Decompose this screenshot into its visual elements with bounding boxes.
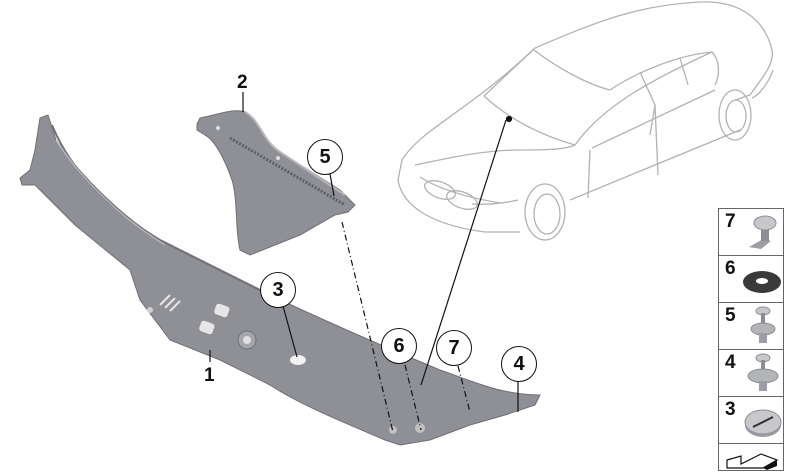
- grommet-washer-icon: [743, 271, 781, 293]
- label-part-1: 1: [204, 365, 215, 386]
- legend-item-6[interactable]: 6: [718, 255, 784, 302]
- legend-item-7[interactable]: 7: [718, 208, 784, 255]
- legend-item-4[interactable]: 4: [718, 349, 784, 396]
- label-part-2: 2: [237, 72, 248, 93]
- legend-number: 5: [725, 305, 736, 326]
- legend-item-3[interactable]: 3: [718, 396, 784, 443]
- part-1-cowl-panel: [19, 114, 541, 446]
- callout-7[interactable]: 7: [436, 330, 472, 366]
- callout-6[interactable]: 6: [381, 328, 417, 364]
- legend-item-section[interactable]: [718, 443, 784, 471]
- callout-3[interactable]: 3: [260, 272, 296, 308]
- callout-4[interactable]: 4: [501, 346, 537, 382]
- leader-lines: [209, 92, 519, 433]
- legend-number: 7: [725, 211, 736, 232]
- plug-cap-icon: [744, 409, 782, 437]
- callout-5[interactable]: 5: [307, 139, 343, 175]
- car-outline-illustration: [397, 1, 774, 241]
- legend-number: 6: [725, 258, 736, 279]
- legend-item-5[interactable]: 5: [718, 302, 784, 349]
- legend-number: 4: [725, 352, 736, 373]
- expanding-rivet-icon: [750, 306, 776, 343]
- expanding-rivet-large-icon: [747, 353, 779, 391]
- clip-with-tab-icon: [749, 215, 777, 249]
- part-2-deflector: [196, 110, 356, 256]
- section-icon: [726, 453, 779, 470]
- legend-number: 3: [725, 399, 736, 420]
- fastener-legend: 7 6 5 4 3: [718, 208, 784, 471]
